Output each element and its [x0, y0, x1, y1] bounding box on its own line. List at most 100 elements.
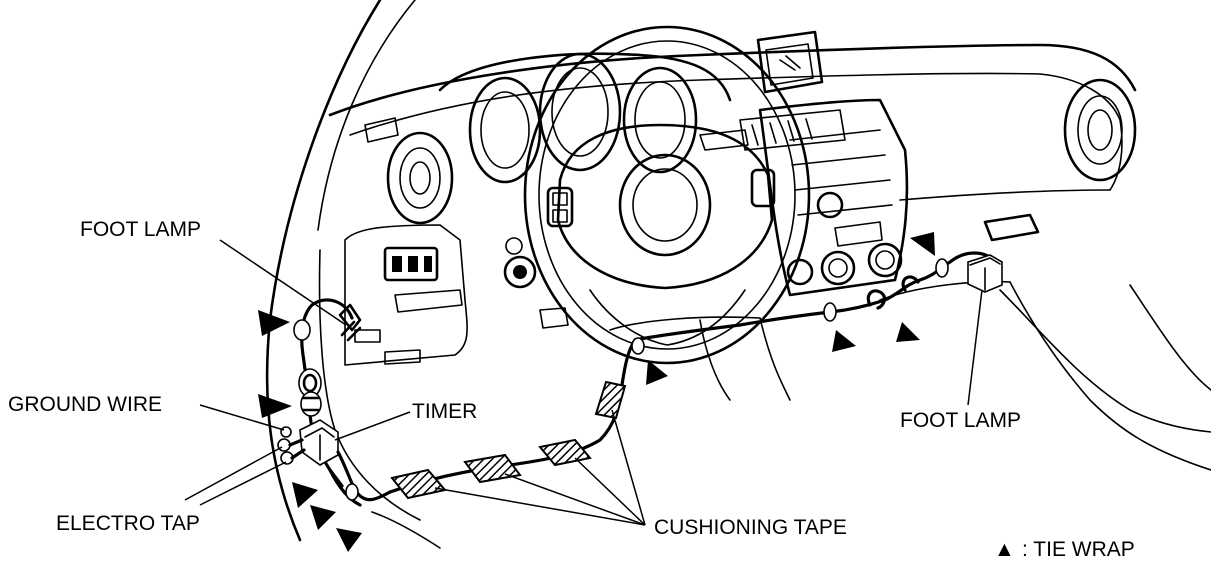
door-trim — [371, 511, 441, 549]
cushioning-tape-4 — [594, 380, 627, 420]
right-vent-outer — [1063, 78, 1137, 182]
tie-wrap-icon — [832, 330, 856, 352]
airbag-emblem — [632, 168, 698, 242]
cushioning-tape-2 — [463, 453, 522, 484]
wheel-spokes-lower — [589, 289, 746, 346]
connector-1-inner — [302, 373, 318, 393]
gauge-center — [538, 52, 622, 172]
tie-wrap-icon — [910, 232, 935, 256]
nav-screen — [756, 30, 824, 94]
leader-foot-lamp-left — [219, 239, 347, 326]
leader-electro-tap-2 — [199, 461, 287, 506]
cushioning-tape-3 — [538, 438, 592, 467]
left-vent-inner — [399, 147, 441, 209]
label-timer: TIMER — [412, 400, 477, 423]
ignition-light — [505, 237, 523, 255]
legend-text: : TIE WRAP — [1022, 538, 1135, 561]
label-foot-lamp-left: FOOT LAMP — [80, 218, 201, 241]
leader-electro-tap-1 — [184, 446, 283, 501]
leader-cushioning-tape-3 — [574, 457, 646, 526]
label-cushioning-tape: CUSHIONING TAPE — [654, 516, 847, 539]
glovebox-handle — [983, 213, 1040, 242]
gauge-right-inner — [634, 81, 686, 159]
cushioning-tape-1 — [390, 468, 447, 500]
leader-foot-lamp-right — [967, 289, 983, 406]
gauge-right — [622, 66, 698, 174]
wire-main-right — [633, 251, 997, 342]
left-vent-outer — [386, 131, 454, 225]
gauge-left — [468, 76, 542, 184]
leader-cushioning-tape-2 — [504, 473, 646, 526]
left-foot-lamp-bracket — [338, 303, 362, 342]
hvac-knob-right-inner — [875, 250, 895, 270]
dash-top — [328, 43, 1137, 117]
timer-top — [304, 427, 335, 438]
ground-terminal — [280, 426, 292, 438]
tie-wrap-icon — [310, 505, 336, 530]
legend: ▲ : TIE WRAP — [994, 538, 1135, 561]
ignition-key — [513, 265, 527, 279]
electro-tap-1 — [277, 438, 291, 452]
right-foot-lamp-top — [969, 257, 1001, 266]
wheel-buttons-left — [546, 186, 574, 228]
wheel-button-l2 — [552, 209, 568, 223]
grommet-right-2 — [935, 258, 949, 278]
cruise-stalk — [699, 129, 749, 151]
switch-panel — [383, 246, 439, 282]
knee-panel — [344, 224, 468, 366]
electro-tap-wires — [288, 438, 306, 460]
tie-wrap-icon — [646, 360, 668, 385]
console-slots — [789, 129, 893, 216]
leader-cushioning-tape-4 — [611, 409, 646, 526]
wire-segment — [328, 468, 344, 488]
nav-screen-inner — [765, 43, 814, 86]
leader-ground-wire — [199, 404, 285, 431]
hvac-knob-left — [786, 258, 814, 286]
steering-wheel-rim — [523, 25, 811, 365]
label-ground-wire: GROUND WIRE — [8, 393, 162, 416]
center-vents — [739, 109, 846, 151]
wheel-buttons-right — [750, 168, 776, 208]
grommet-column — [631, 337, 645, 355]
gauge-center-inner — [551, 67, 609, 157]
label-foot-lamp-right: FOOT LAMP — [900, 409, 1021, 432]
leader-lines — [184, 239, 983, 526]
column-slot — [539, 307, 569, 329]
hvac-knob-right — [867, 242, 903, 278]
wheel-button-l1 — [552, 192, 568, 206]
dashboard-illustration — [265, 0, 1211, 549]
dash-top-inner — [349, 72, 1041, 136]
labels: FOOT LAMP GROUND WIRE TIMER ELECTRO TAP … — [8, 218, 1021, 539]
right-vent-core — [1087, 109, 1113, 151]
wire-loop-right — [866, 289, 887, 310]
center-console — [758, 98, 909, 297]
grommet-left — [293, 319, 311, 341]
steering-wheel-rim-inner — [538, 40, 796, 350]
timer-unit — [299, 419, 339, 466]
tie-wrap-icon — [292, 482, 318, 508]
console-display — [834, 221, 883, 247]
floor-line-right — [999, 289, 1211, 433]
tie-wrap-icon — [258, 310, 290, 336]
connector-2-ribs — [301, 396, 320, 412]
fuse-cover — [394, 289, 463, 313]
steering-column — [609, 316, 791, 401]
switch-3 — [424, 256, 432, 272]
lower-slot — [384, 349, 421, 365]
tie-wraps — [258, 232, 935, 552]
door-edge — [1129, 284, 1211, 391]
a-pillar-inner — [317, 0, 416, 231]
hood-release — [354, 329, 381, 343]
tie-wrap-icon — [896, 322, 920, 342]
side-vent-small — [364, 117, 399, 143]
legend-symbol-icon: ▲ — [994, 538, 1015, 561]
gauge-left-inner — [480, 91, 530, 169]
tie-wrap-icon — [258, 394, 292, 418]
grommet-right-1 — [823, 302, 837, 322]
leader-timer — [334, 411, 411, 441]
nav-screen-glare — [779, 55, 801, 71]
wire-main-floor — [388, 338, 637, 494]
steering-hub — [556, 123, 774, 290]
left-vent-core — [409, 161, 431, 195]
